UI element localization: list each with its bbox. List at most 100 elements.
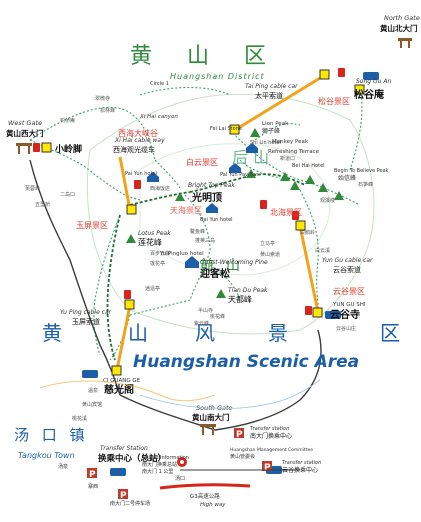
scenic-title-cn-4: 景 <box>268 321 288 345</box>
trail-xihai <box>154 159 181 189</box>
trail-lion <box>254 123 301 141</box>
back-mountain-cn: 后 山 <box>232 148 269 167</box>
small-label: 白鹅岭 <box>300 229 315 236</box>
trail-yuping <box>129 299 191 316</box>
trail-west-upper <box>29 106 156 161</box>
hotel-icon <box>147 172 159 182</box>
small-label: 紫云峰 <box>194 320 209 327</box>
station-b-cn: 黄山管委会 <box>230 453 255 460</box>
lotus-cn: 莲花峰 <box>138 237 162 247</box>
songgu-station <box>354 84 365 95</box>
small-label: 温泉 <box>88 387 98 394</box>
west-gate-cn: 黄山西大门 <box>6 128 44 138</box>
small-label: 观瀑楼 <box>320 197 335 204</box>
small-label: 松林峰 <box>100 107 115 114</box>
small-labels: 翠微寺 钓桥庵 芙蓉岭 五里桥 松林峰 二岛口 桃花溪 白鹅岭 温泉 白云溪 黄… <box>25 95 373 422</box>
cable-car-icon <box>260 200 267 209</box>
taiping-top-station <box>229 124 240 135</box>
songgu-en: Song Gu An <box>356 78 391 85</box>
trail-hotel-row <box>239 159 281 179</box>
yuping-top-station <box>124 299 135 310</box>
hotel-markers <box>147 143 258 268</box>
yingkesong-cn: 迎客松 <box>200 267 230 280</box>
peak-triangle-icon <box>334 191 344 200</box>
hotel-icon <box>246 143 258 153</box>
cable-car-icon <box>134 180 141 189</box>
zhaixi-cn: 寨西 <box>88 483 98 490</box>
xiaolingjiao-station <box>41 142 52 153</box>
ciguangge-station <box>111 365 122 376</box>
shilin-en: Shi Lin hotel <box>250 140 281 146</box>
parking-icon-glyph: P <box>89 470 96 480</box>
yupinglou-en: Yu Pingluo hotel <box>159 251 204 257</box>
yuping-cable-cn: 玉屏索道 <box>72 317 100 326</box>
north-gate-cn: 黄山北大门 <box>380 23 418 33</box>
bright-top-cn: 光明顶 <box>191 191 222 204</box>
feilaishi-en: Fei Lai Stone <box>210 126 242 132</box>
location-pin-icon <box>177 457 187 467</box>
hotel-icon <box>185 256 199 268</box>
small-label: 新道口 <box>280 155 295 162</box>
hotel-icon <box>206 203 218 213</box>
yuping-cable-en: Yu Ping cable car <box>60 309 112 316</box>
peak-triangle-icon <box>250 128 260 137</box>
small-label: 黄山索道 <box>260 251 280 258</box>
taiping-bottom-station <box>319 69 330 80</box>
parking-icon <box>87 468 97 478</box>
main-route-west <box>129 191 191 206</box>
cable-car-icon <box>292 211 299 220</box>
small-label: 黄山宾馆 <box>82 401 102 408</box>
cable-car-icon <box>305 306 312 315</box>
scenic-title-cn-5: 区 <box>380 321 400 345</box>
station-a-cn: 南大门换乘中心 <box>250 432 292 440</box>
river-curve <box>139 379 321 409</box>
parking-icon-glyph: P <box>120 491 127 501</box>
road-east <box>214 329 322 431</box>
taiping-cableway-line <box>234 73 326 132</box>
small-label: 桃花峰 <box>210 313 225 320</box>
bus-icon <box>363 72 379 80</box>
cableway-lines <box>115 73 326 371</box>
small-label: 芙蓉岭 <box>25 185 40 192</box>
xihai-cable-cn: 西海观光缆车 <box>113 145 155 154</box>
tourist-info-en: Tourist Information <box>141 455 189 461</box>
small-label: 云谷山庄 <box>336 325 356 332</box>
peak-triangle-icon <box>280 172 290 181</box>
songgu-scenic-cn: 松谷景区 <box>318 96 350 106</box>
yuping-cableway-line <box>115 304 132 371</box>
hotel-icon <box>229 163 241 173</box>
transfer-title-cn: 换乘中心（总站） <box>98 453 166 464</box>
main-route <box>106 173 306 361</box>
bus-icon <box>110 468 126 476</box>
yungu-cable-en: Yun Gu cable car <box>322 257 373 264</box>
monkey-en: Monkey Peak <box>272 139 309 145</box>
tiandu-cn: 天都峰 <box>228 294 252 304</box>
front-mountain-cn-2: 山 <box>226 258 240 274</box>
xihai-station <box>126 204 137 215</box>
trail-ciguang <box>109 314 131 361</box>
bus-icon <box>82 370 98 378</box>
taiping-cable-en: Tai Ping cable car <box>245 83 298 90</box>
trail-songgu <box>349 89 363 171</box>
peak-triangle-icon <box>305 175 315 184</box>
lion-en: Lion Peak <box>262 121 289 127</box>
gate-arch-icon <box>16 143 32 154</box>
ciguangge-cn: 慈光阁 <box>104 383 134 396</box>
station-markers <box>41 69 365 376</box>
small-label: 白云溪 <box>315 247 330 254</box>
taiping-cable-cn: 太平索道 <box>255 91 283 100</box>
trail-east <box>299 189 321 316</box>
xihai-cableway-line <box>118 156 132 211</box>
district-title-en: Huangshan District <box>170 72 265 81</box>
tiandu-en: Tian Du Peak <box>228 287 268 294</box>
trail-west-down <box>93 214 121 356</box>
gate-arch-icon <box>398 38 412 48</box>
parking-icon <box>234 428 244 438</box>
highway-en: High way <box>200 502 226 508</box>
trail-north <box>139 86 231 96</box>
front-mountain-cn-1: 前 <box>200 257 214 274</box>
small-label: 莲花亭 <box>150 260 165 267</box>
highway-g3 <box>159 483 251 490</box>
small-label: 钓桥庵 <box>60 117 75 124</box>
district-title-cn: 黄 山 区 <box>130 44 280 69</box>
